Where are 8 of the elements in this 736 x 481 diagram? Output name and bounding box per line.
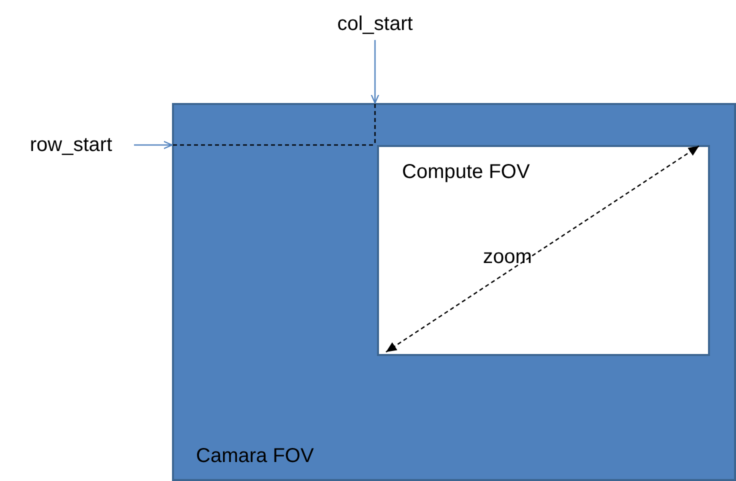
box-title: Compute FOV bbox=[402, 160, 530, 185]
label-text: row_start bbox=[8, 129, 134, 161]
arrow bbox=[370, 40, 380, 104]
box-title: Camara FOV bbox=[196, 444, 314, 469]
camera-fov-box bbox=[172, 103, 736, 481]
arrow bbox=[134, 140, 173, 150]
dimension-label: zoom bbox=[483, 245, 532, 270]
label-text: col_start bbox=[312, 8, 438, 40]
